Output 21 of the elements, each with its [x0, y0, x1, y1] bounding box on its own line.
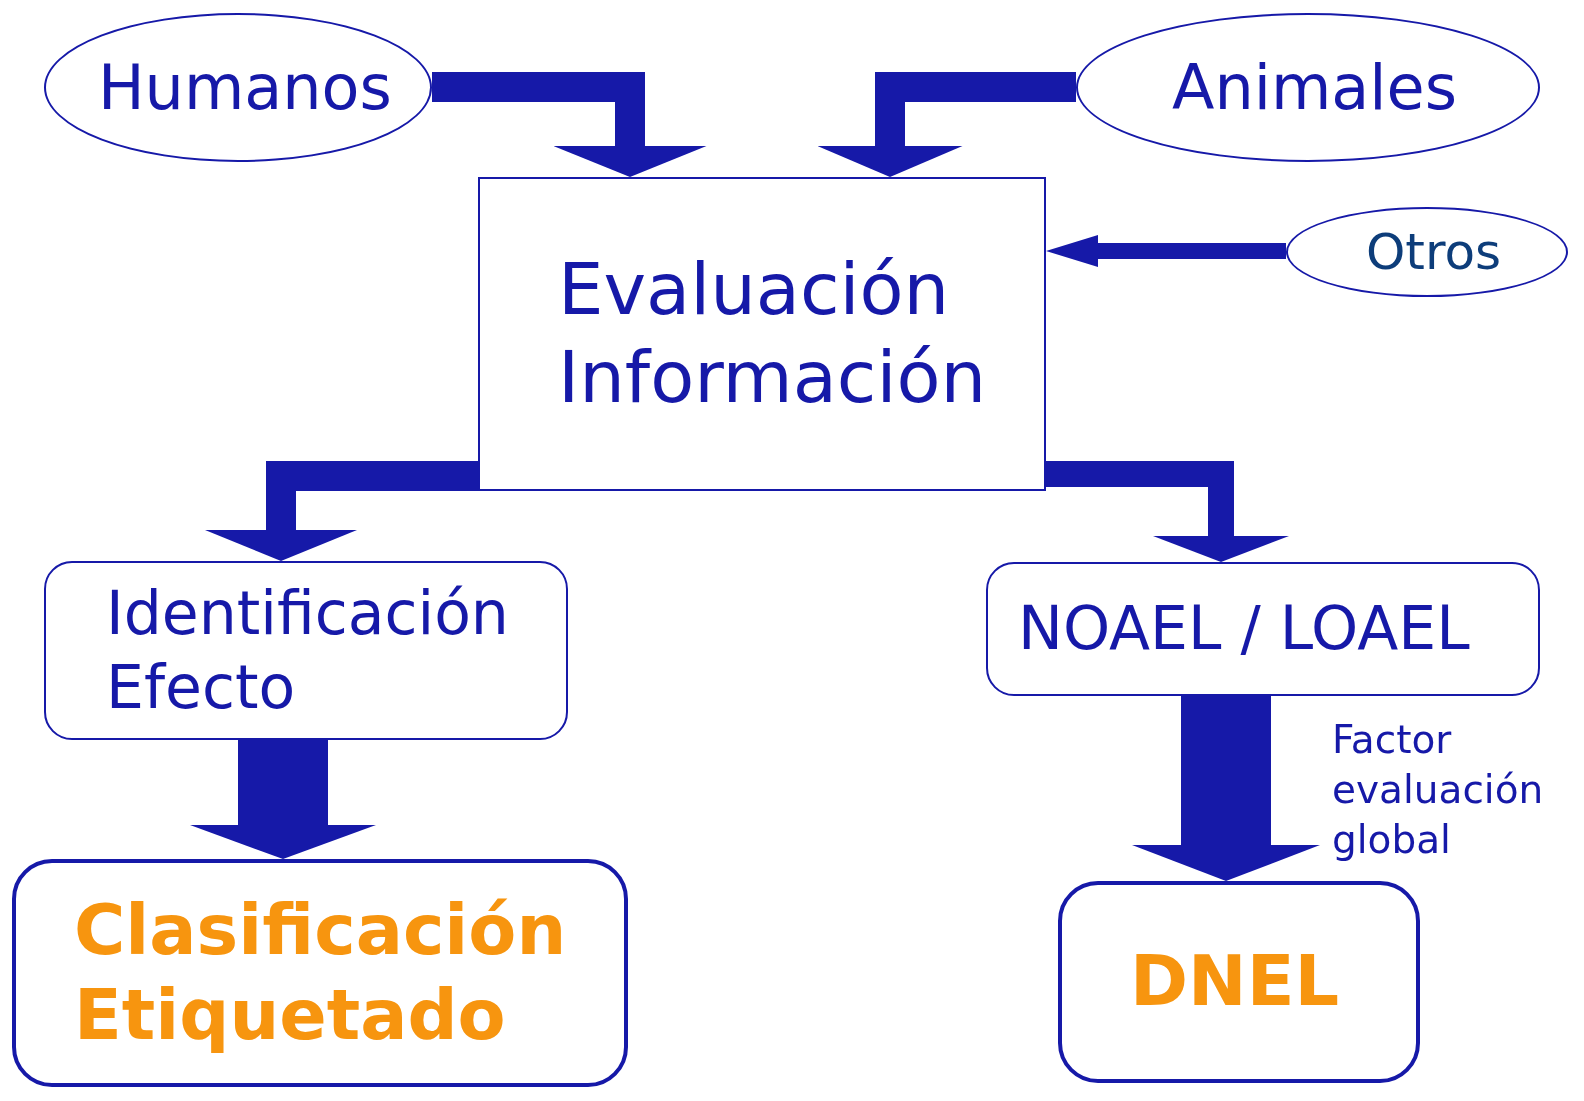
node-label: Otros [1366, 221, 1503, 283]
block-arrow [1046, 461, 1289, 562]
block-arrow [817, 72, 1076, 177]
block-arrow [432, 72, 707, 177]
node-label: Animales [1172, 49, 1458, 126]
node-label: Humanos [98, 49, 393, 126]
node-label: Identificación Efecto [106, 577, 510, 724]
block-arrow [205, 461, 478, 561]
result-box [12, 859, 628, 1087]
node-label: Clasificación Etiquetado [74, 887, 568, 1058]
block-arrow [1132, 696, 1320, 881]
node-label: Evaluación Información [558, 246, 988, 421]
node-label: DNEL [1130, 939, 1341, 1025]
process-box [986, 562, 1540, 696]
process-box [478, 177, 1046, 491]
node-label: NOAEL / LOAEL [1018, 592, 1471, 666]
process-box [44, 561, 568, 740]
edge-label: Factor evaluación global [1332, 716, 1545, 864]
result-box [1058, 881, 1420, 1083]
block-arrow [1046, 235, 1286, 267]
block-arrow [190, 740, 376, 859]
